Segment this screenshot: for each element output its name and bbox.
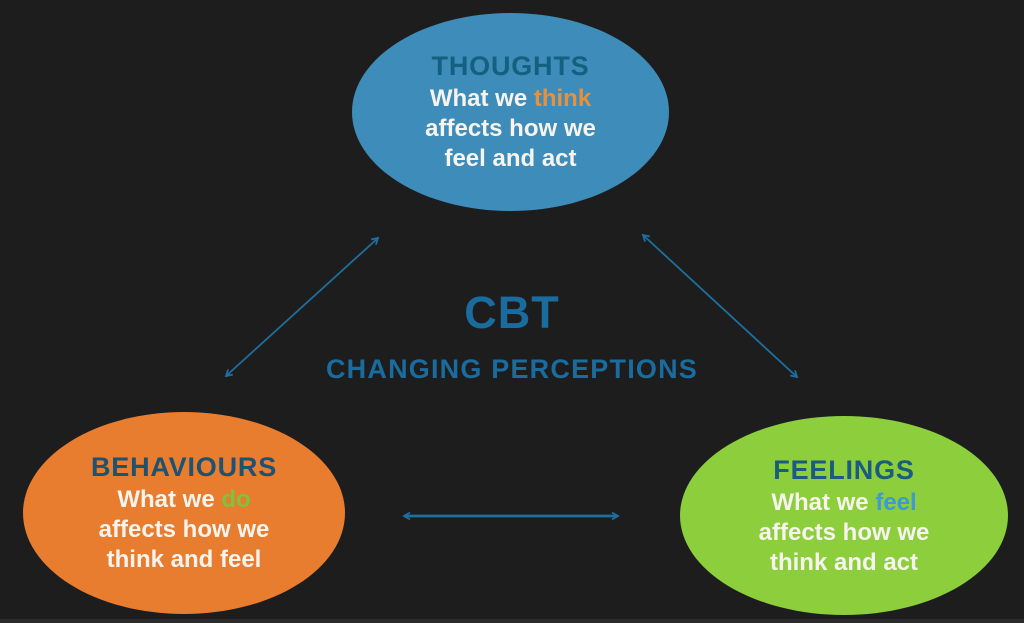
behaviours-body-line2: affects how we	[98, 516, 270, 543]
feelings-body-line1: What we feel	[759, 488, 930, 518]
thoughts-body-line2: affects how we	[425, 115, 596, 142]
thoughts-body-line1: What we think	[425, 84, 596, 114]
thoughts-heading: THOUGHTS	[431, 51, 590, 81]
behaviours-body: What we do affects how we think and feel	[99, 485, 270, 575]
behaviours-body-line1: What we do	[99, 485, 270, 515]
thoughts-keyword: think	[533, 85, 592, 112]
bottom-edge-strip	[0, 619, 1024, 623]
cbt-subtitle: CHANGING PERCEPTIONS	[325, 354, 699, 384]
behaviours-keyword: do	[221, 486, 251, 513]
behaviours-body-prefix: What we	[117, 486, 222, 513]
feelings-body-line3: think and act	[769, 548, 919, 576]
thoughts-body-prefix: What we	[429, 85, 534, 112]
feelings-body-prefix: What we	[771, 488, 876, 516]
feelings-node: FEELINGS What we feel affects how we thi…	[680, 416, 1008, 615]
behaviours-heading: BEHAVIOURS	[90, 452, 278, 482]
center-title-block: CBT CHANGING PERCEPTIONS	[0, 287, 1024, 385]
thoughts-body: What we think affects how we feel and ac…	[425, 84, 596, 174]
feelings-heading: FEELINGS	[773, 454, 915, 485]
thoughts-node: THOUGHTS What we think affects how we fe…	[352, 13, 669, 211]
feelings-body: What we feel affects how we think and ac…	[759, 488, 930, 578]
feelings-keyword: feel	[875, 488, 917, 516]
behaviours-node: BEHAVIOURS What we do affects how we thi…	[23, 412, 345, 614]
thoughts-body-line3: feel and act	[444, 145, 577, 172]
cbt-title: CBT	[464, 287, 560, 338]
behaviours-body-line3: think and feel	[106, 546, 262, 573]
feelings-body-line2: affects how we	[758, 518, 930, 546]
